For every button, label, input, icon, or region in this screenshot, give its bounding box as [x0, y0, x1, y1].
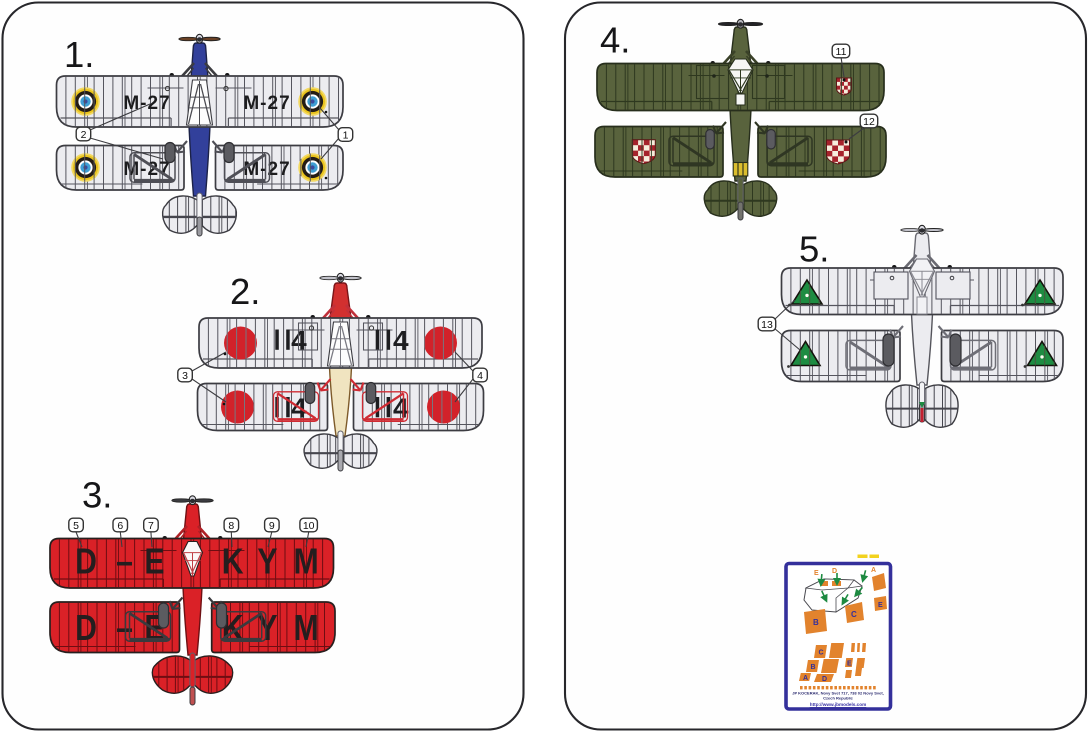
svg-text:E: E [144, 542, 164, 582]
svg-text:M-27: M-27 [243, 159, 290, 180]
svg-text:Y: Y [257, 542, 277, 582]
svg-text:4: 4 [477, 370, 483, 382]
svg-text:B: B [811, 664, 816, 671]
svg-text:12: 12 [863, 116, 875, 128]
svg-text:9: 9 [269, 520, 275, 532]
svg-text:D: D [832, 568, 837, 575]
svg-text:C: C [851, 610, 857, 619]
svg-text:10: 10 [303, 520, 315, 532]
svg-text:6: 6 [117, 520, 123, 532]
svg-text:JP KOCERAK, Novy Svet 717, 738: JP KOCERAK, Novy Svet 717, 738 02 Novy S… [792, 691, 884, 696]
svg-text:M-27: M-27 [123, 93, 170, 114]
svg-text:4: 4 [291, 325, 307, 356]
svg-text:4.: 4. [600, 20, 630, 61]
svg-text:13: 13 [761, 319, 773, 331]
svg-text:11: 11 [836, 46, 847, 58]
svg-text:E: E [847, 661, 852, 668]
svg-text:2.: 2. [230, 271, 260, 312]
svg-text:Y: Y [257, 609, 277, 649]
svg-text:4: 4 [393, 392, 409, 423]
svg-text:B: B [813, 618, 819, 627]
svg-text:K: K [222, 542, 244, 582]
svg-text:M-27: M-27 [123, 159, 170, 180]
svg-text:8: 8 [228, 520, 234, 532]
svg-text:–: – [116, 542, 133, 582]
svg-text:5.: 5. [799, 229, 829, 270]
svg-text:D: D [822, 676, 827, 683]
svg-text:D: D [75, 542, 97, 582]
svg-text:E: E [878, 602, 883, 609]
svg-text:A: A [803, 675, 808, 682]
svg-text:E: E [814, 570, 819, 577]
svg-text:A: A [871, 567, 876, 574]
svg-text:2: 2 [81, 129, 87, 141]
svg-text:5: 5 [73, 520, 79, 532]
svg-text:C: C [819, 650, 824, 657]
svg-text:M: M [294, 542, 319, 582]
svg-text:3: 3 [182, 370, 188, 382]
svg-text:3.: 3. [82, 475, 112, 516]
svg-text:M-27: M-27 [243, 93, 290, 114]
svg-text:D: D [75, 609, 97, 649]
svg-text:1.: 1. [64, 34, 94, 75]
svg-text:1: 1 [343, 130, 349, 142]
svg-text:7: 7 [148, 520, 154, 532]
svg-text:4: 4 [393, 325, 409, 356]
svg-text:M: M [294, 609, 319, 649]
svg-text:http://www.jbmodels.com: http://www.jbmodels.com [810, 702, 867, 707]
svg-text:Czech Republic: Czech Republic [823, 696, 854, 701]
svg-text:–: – [116, 609, 133, 649]
